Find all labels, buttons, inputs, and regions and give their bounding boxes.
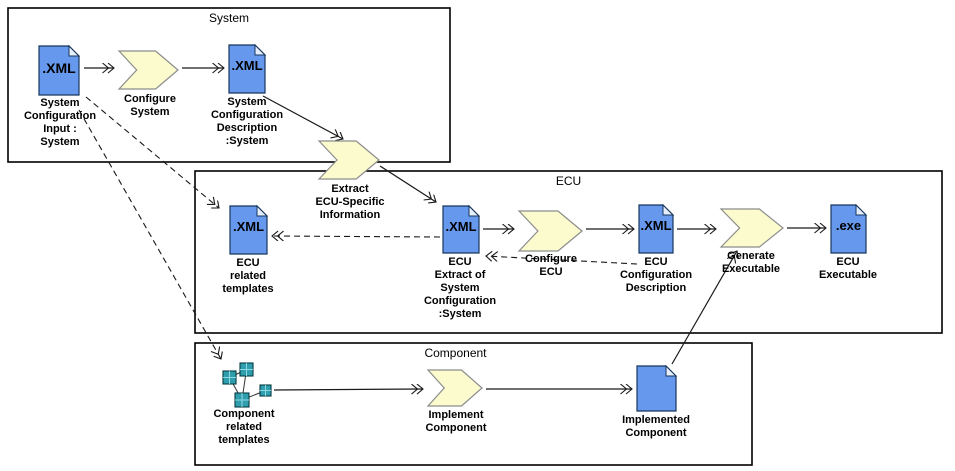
ecu-group-box (194, 170, 943, 334)
document-fold-corner (662, 203, 675, 216)
ecu-executable-doc (830, 203, 868, 254)
ecu-related-templates-doc (229, 204, 269, 255)
arrow-description-to-extract (262, 95, 343, 139)
implemented-component-doc (636, 364, 678, 412)
label-ecu-related-templates: ECU related templates (222, 257, 274, 295)
template-square-grid (223, 363, 271, 407)
system-config-description-doc (228, 43, 267, 94)
system-group-box (7, 7, 451, 163)
document-icon (636, 365, 677, 412)
label-configure-ecu: Configure ECU (525, 253, 577, 278)
configure-ecu-chevron (517, 210, 583, 252)
solid-arrows (84, 68, 826, 390)
document-fold-corner (68, 44, 81, 57)
document-fold-corner (256, 204, 269, 217)
document-fold-corner (468, 204, 481, 217)
label-system-config-input: System Configuration Input : System (23, 97, 97, 148)
label-component-related-templates: Component related templates (213, 408, 275, 446)
ecu-extract-doc (442, 204, 481, 254)
document-fold-corner (855, 203, 868, 216)
label-system-config-description: System Configuration Description :System (210, 96, 284, 147)
configure-system-chevron (117, 50, 179, 90)
dashed-arrow-input-to-component-templates (78, 109, 221, 359)
xml-glyph: .XML (445, 219, 477, 234)
xml-document-icon (442, 205, 480, 254)
arrow-templates-to-implement (273, 389, 423, 390)
extract-ecu-info-chevron (317, 140, 380, 180)
ecu-group-title: ECU (555, 174, 582, 188)
exe-glyph: .exe (835, 218, 862, 233)
generate-executable-chevron (719, 208, 784, 248)
dashed-arrow-input-to-ecu-templates (85, 96, 219, 208)
label-ecu-config-description: ECU Configuration Description (619, 256, 693, 294)
document-fold-corner (254, 43, 267, 56)
implement-component-chevron (426, 369, 483, 407)
label-generate-executable: Generate Executable (721, 250, 781, 275)
dashed-arrow-config-description-to-extract (486, 256, 638, 265)
component-group-title: Component (424, 346, 487, 360)
xml-glyph: .XML (42, 60, 76, 76)
label-implemented-component: Implemented Component (622, 414, 690, 439)
xml-document-icon (228, 44, 266, 94)
arrow-implemented-to-generate (671, 251, 737, 365)
component-templates-cluster (222, 362, 272, 408)
label-implement-component: Implement Component (425, 409, 487, 434)
xml-glyph: .XML (231, 58, 263, 73)
system-config-input-doc (38, 44, 81, 96)
label-configure-system: Configure System (124, 93, 176, 118)
ecu-config-description-doc (638, 203, 675, 254)
document-fold-corner (665, 364, 678, 377)
exe-document-icon (830, 204, 867, 254)
xml-glyph: .XML (640, 218, 672, 233)
label-extract-ecu-info: Extract ECU-Specific Information (315, 183, 385, 221)
label-ecu-executable: ECU Executable (818, 256, 878, 281)
dashed-arrows (78, 96, 638, 359)
component-group-box (194, 342, 753, 466)
xml-document-icon (229, 205, 268, 255)
arrow-extract-to-ecu-extract (379, 165, 436, 202)
dashed-arrow-ecu-extract-to-templates (272, 236, 441, 237)
xml-document-icon (38, 45, 80, 96)
xml-glyph: .XML (232, 219, 265, 234)
label-ecu-extract: ECU Extract of System Configuration :Sys… (423, 256, 497, 320)
xml-document-icon (638, 204, 674, 254)
system-group-title: System (208, 11, 249, 25)
